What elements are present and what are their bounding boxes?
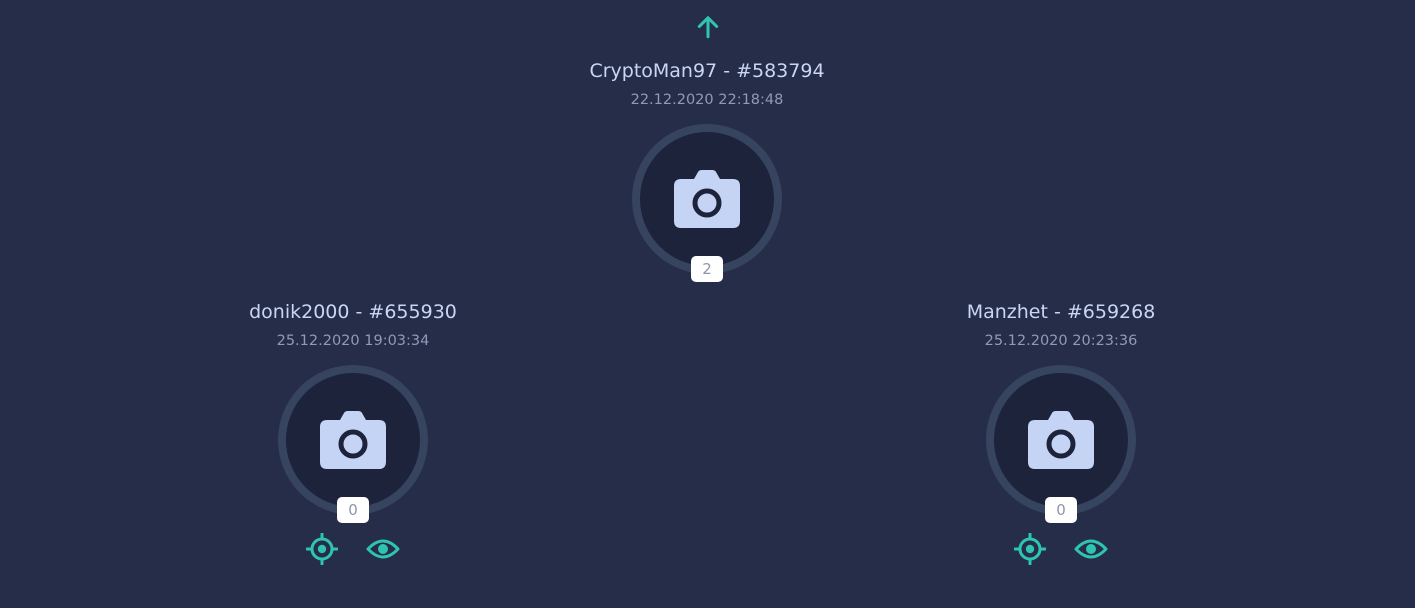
tree-node-child: Manzhet - #659268 25.12.2020 20:23:36 0 [911,301,1211,565]
camera-icon [674,170,740,228]
avatar[interactable] [278,365,428,515]
referral-count-badge: 2 [691,256,723,282]
registration-date: 25.12.2020 19:03:34 [276,333,430,349]
camera-icon [1028,411,1094,469]
user-name[interactable]: donik2000 - #655930 [249,301,457,323]
tree-node-root: CryptoMan97 - #583794 22.12.2020 22:18:4… [557,60,857,282]
camera-icon [320,411,386,469]
avatar-container: 0 [278,365,428,523]
registration-date: 25.12.2020 20:23:36 [984,333,1138,349]
registration-date: 22.12.2020 22:18:48 [630,92,784,108]
eye-icon[interactable] [1074,537,1108,561]
referral-count-badge: 0 [337,497,369,523]
node-actions [1014,533,1108,565]
node-actions [306,533,400,565]
avatar[interactable] [632,124,782,274]
tree-node-child: donik2000 - #655930 25.12.2020 19:03:34 … [203,301,503,565]
arrow-up-icon[interactable] [695,14,721,40]
target-icon[interactable] [1014,533,1046,565]
avatar[interactable] [986,365,1136,515]
avatar-container: 0 [986,365,1136,523]
avatar-container: 2 [632,124,782,282]
referral-count-badge: 0 [1045,497,1077,523]
user-name[interactable]: CryptoMan97 - #583794 [589,60,825,82]
user-name[interactable]: Manzhet - #659268 [966,301,1156,323]
eye-icon[interactable] [366,537,400,561]
target-icon[interactable] [306,533,338,565]
